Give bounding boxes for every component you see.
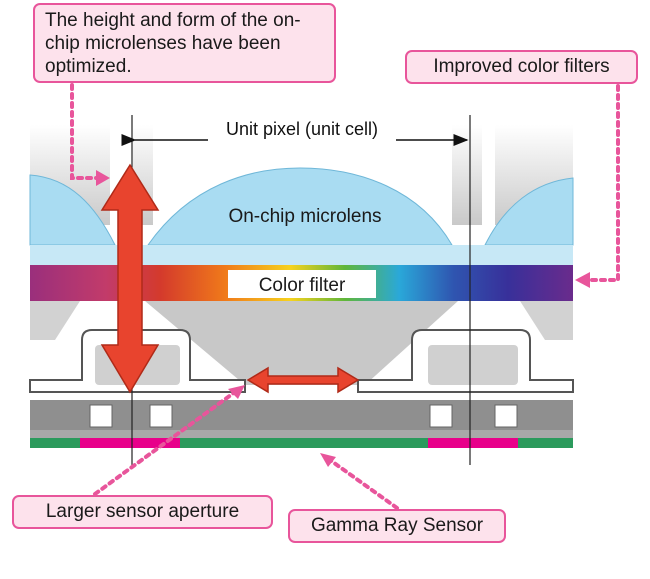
photodiode-right (428, 438, 518, 448)
light-guides (30, 301, 573, 385)
wiring-right (357, 329, 574, 393)
callout-microlens: The height and form of the on-chip micro… (33, 3, 336, 83)
height-arrow (100, 163, 160, 394)
color-filter-label: Color filter (259, 275, 346, 296)
unit-pixel-label: Unit pixel (unit cell) (226, 119, 378, 139)
leader-lines (70, 83, 620, 510)
color-filter-label-box (228, 270, 376, 298)
photodiode-center (180, 438, 428, 448)
leader-arrowheads (96, 170, 590, 467)
callout-gamma-ray-sensor: Gamma Ray Sensor (288, 509, 506, 543)
microlens-layer (29, 167, 574, 265)
aperture-arrow (246, 366, 360, 394)
photodiode-left (80, 438, 180, 448)
microlens-label: On-chip microlens (228, 206, 381, 227)
substrate (30, 400, 573, 448)
callout-color-filters: Improved color filters (405, 50, 638, 84)
callout-sensor-aperture: Larger sensor aperture (12, 495, 273, 529)
